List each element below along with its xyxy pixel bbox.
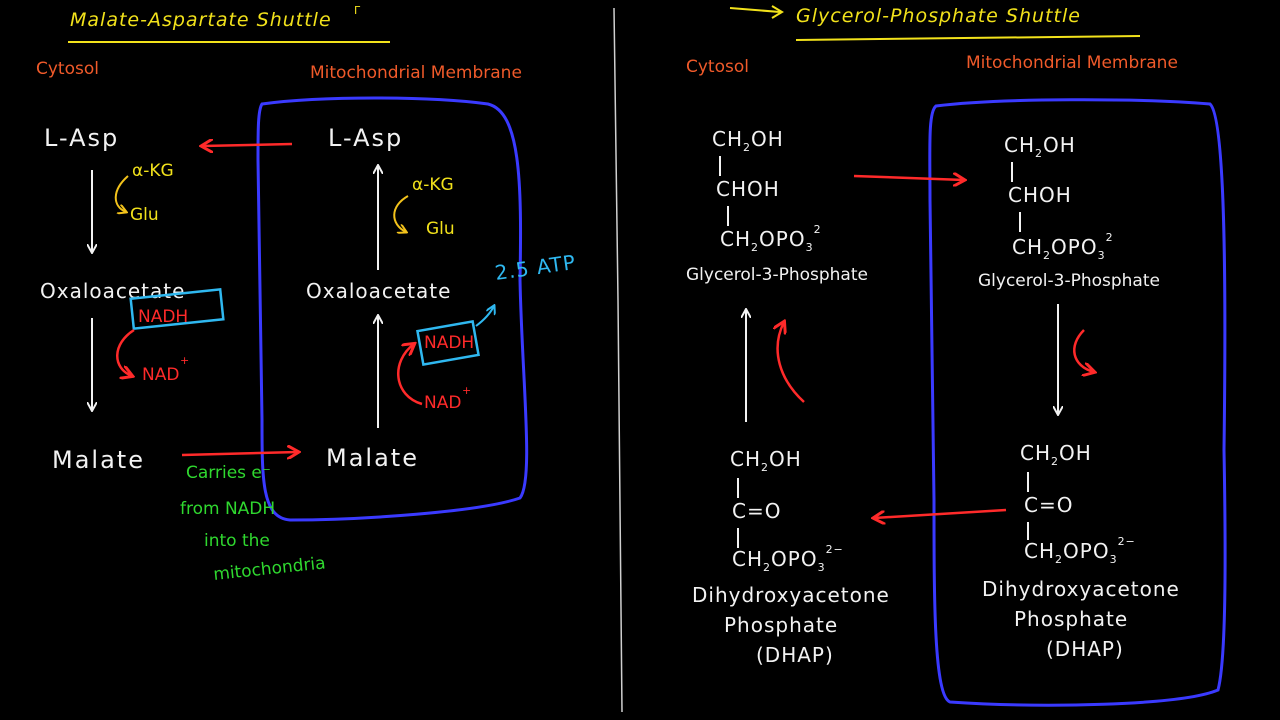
mito-nad-charge: + <box>462 384 471 397</box>
mito-oxaloacetate: Oxaloacetate <box>306 279 451 303</box>
electron-note-line-1: Carries e⁻ <box>186 463 271 483</box>
electron-note-line-2: from NADH <box>180 499 275 519</box>
mito-l-asp: L-Asp <box>328 124 403 152</box>
glycerol-phosphate-panel: Glycerol-Phosphate Shuttle Cytosol Mitoc… <box>686 5 1227 707</box>
mito-dhap-name-1: Dihydroxyacetone <box>982 577 1180 601</box>
g3p-import-arrow <box>853 176 964 180</box>
dhap-export-arrow <box>874 508 1007 518</box>
cyto-akg-glu-arrow <box>114 175 128 212</box>
mito-g3p-line3: CH2OPO32 <box>1012 231 1114 262</box>
mito-dhap-name-2: Phosphate <box>1014 607 1128 631</box>
cyto-dhap-name-1: Dihydroxyacetone <box>692 583 890 607</box>
mito-nadh-atp-arrow <box>475 306 494 327</box>
mito-dhap-name-3: (DHAP) <box>1046 637 1124 661</box>
cyto-g3p-line3: CH2OPO32 <box>720 223 822 254</box>
cyto-nadh: NADH <box>138 307 188 327</box>
cyto-dhap-name-3: (DHAP) <box>756 643 834 667</box>
mito-glu: Glu <box>426 219 455 239</box>
mito-dhap-line2: C=O <box>1024 493 1073 517</box>
cyto-dhap-line3: CH2OPO32− <box>732 543 844 574</box>
mito-malate: Malate <box>326 444 419 472</box>
left-membrane-label: Mitochondrial Membrane <box>310 63 522 83</box>
cyto-oxaloacetate: Oxaloacetate <box>40 279 185 303</box>
mito-redox-arrow <box>1073 329 1094 372</box>
mito-nadh-box <box>416 319 480 367</box>
cyto-akg: α-KG <box>132 161 174 181</box>
cyto-g3p-line2: CHOH <box>716 177 780 201</box>
cyto-g3p-line1: CH2OH <box>712 127 784 154</box>
malate-aspartate-panel: Malate-Aspartate Shuttle Γ Cytosol Mitoc… <box>36 4 577 585</box>
cyto-g3p-structure: CH2OH CHOH CH2OPO32 Glycerol-3-Phosphate <box>686 127 868 285</box>
mito-nadh: NADH <box>424 333 474 353</box>
cyto-nad-charge: + <box>180 354 189 367</box>
mito-dhap-structure: CH2OH C=O CH2OPO32− Dihydroxyacetone Pho… <box>982 441 1180 661</box>
right-title-arrow <box>729 7 781 13</box>
mito-g3p-line2: CHOH <box>1008 183 1072 207</box>
mito-nad-nadh-arrow <box>397 344 423 406</box>
cyto-nad: NAD <box>142 365 179 385</box>
cyto-nadh-box <box>129 288 225 330</box>
cyto-dhap-name-2: Phosphate <box>724 613 838 637</box>
right-title-underline <box>795 35 1141 41</box>
left-title-mark: Γ <box>354 4 361 17</box>
malate-import-arrow <box>181 452 298 455</box>
cyto-redox-arrow <box>778 322 805 403</box>
cyto-dhap-structure: CH2OH C=O CH2OPO32− Dihydroxyacetone Pho… <box>692 447 890 667</box>
left-title: Malate-Aspartate Shuttle <box>70 9 332 31</box>
cyto-dhap-line2: C=O <box>732 499 781 523</box>
right-title: Glycerol-Phosphate Shuttle <box>796 5 1081 27</box>
mito-g3p-structure: CH2OH CHOH CH2OPO32 Glycerol-3-Phosphate <box>978 133 1160 291</box>
cyto-malate: Malate <box>52 446 145 474</box>
cyto-l-asp: L-Asp <box>44 124 119 152</box>
cyto-dhap-line1: CH2OH <box>730 447 802 474</box>
right-title-arrow-head <box>771 5 784 19</box>
mito-akg: α-KG <box>412 175 454 195</box>
atp-yield: 2.5 ATP <box>493 250 577 285</box>
left-mitochondrial-membrane <box>256 96 529 522</box>
asp-export-arrow <box>202 144 293 146</box>
right-membrane-label: Mitochondrial Membrane <box>966 53 1178 73</box>
electron-note-line-3: into the <box>204 531 270 551</box>
cyto-g3p-name: Glycerol-3-Phosphate <box>686 265 868 285</box>
cyto-glu: Glu <box>130 205 159 225</box>
cyto-nadh-nad-arrow <box>116 328 134 376</box>
panel-divider <box>613 7 623 713</box>
right-cytosol-label: Cytosol <box>686 57 749 77</box>
mito-akg-glu-arrow <box>393 195 408 232</box>
mito-nad: NAD <box>424 393 461 413</box>
mito-g3p-line1: CH2OH <box>1004 133 1076 160</box>
mito-dhap-line3: CH2OPO32− <box>1024 535 1136 566</box>
electron-note-line-4: mitochondria <box>212 553 326 585</box>
left-cytosol-label: Cytosol <box>36 59 99 79</box>
mito-g3p-name: Glycerol-3-Phosphate <box>978 271 1160 291</box>
mito-dhap-line1: CH2OH <box>1020 441 1092 468</box>
right-mitochondrial-membrane <box>928 98 1227 707</box>
